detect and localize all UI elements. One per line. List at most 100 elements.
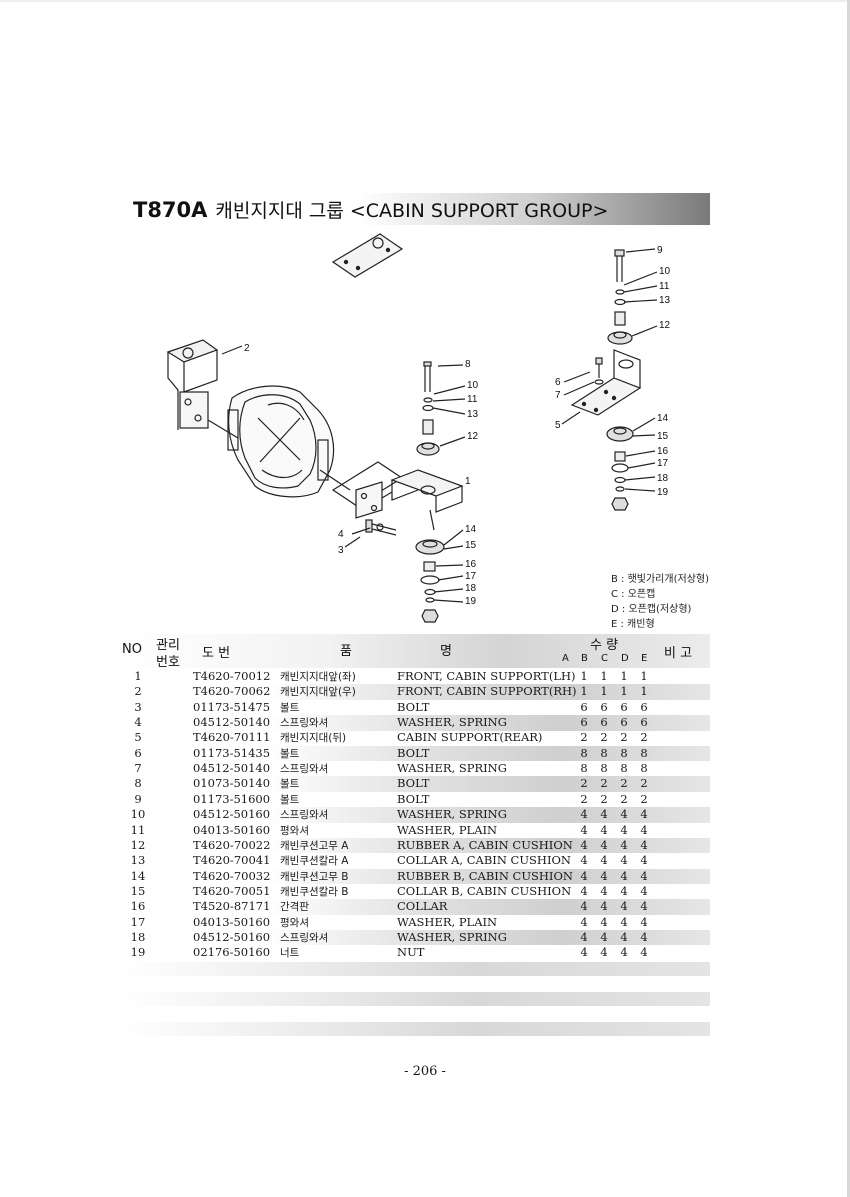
page-number: - 206 - [404, 1064, 446, 1079]
row-name-korean: 스프링와셔 [280, 763, 329, 776]
callout-5: 5 [555, 420, 561, 431]
callout-13: 13 [659, 295, 671, 306]
header-qty-c: C [601, 653, 608, 664]
row-no: 15 [130, 883, 146, 898]
row-qty-b: 2 [580, 791, 588, 806]
row-name-english: WASHER, SPRING [397, 715, 507, 730]
callout-13: 13 [467, 409, 479, 420]
row-qty-e: 6 [640, 715, 648, 730]
row-qty-c: 1 [600, 669, 608, 683]
row-name-english: WASHER, SPRING [397, 761, 507, 776]
row-part-number: T4620-70062 [193, 684, 271, 699]
callout-8: 8 [465, 359, 471, 370]
page-edge [0, 0, 850, 2]
page-edge [847, 0, 850, 1197]
row-no: 12 [130, 837, 146, 852]
row-name-english: WASHER, SPRING [397, 929, 507, 944]
row-qty-e: 4 [640, 853, 648, 868]
row-part-number: 04013-50160 [193, 914, 271, 929]
row-name-korean: 캐빈지지대앞(우) [280, 686, 356, 699]
row-name-korean: 간격판 [280, 901, 309, 914]
row-qty-d: 4 [620, 853, 628, 868]
callout-3: 3 [338, 545, 344, 556]
legend-item: C : 오픈캡 [611, 589, 656, 600]
row-qty-d: 4 [620, 945, 628, 960]
row-qty-d: 2 [620, 791, 628, 806]
row-qty-c: 2 [600, 730, 608, 745]
callout-1: 1 [465, 476, 471, 487]
row-qty-e: 8 [640, 761, 648, 776]
row-qty-e: 4 [640, 837, 648, 852]
diagram-drawing: 2 8 10 11 13 12 1 4 3 14 15 16 17 18 19 … [166, 233, 671, 623]
row-name-korean: 캐빈쿠션고무 B [280, 870, 349, 883]
row-name-english: CABIN SUPPORT(REAR) [397, 730, 543, 745]
row-part-number: T4620-70111 [193, 730, 271, 745]
callout-14: 14 [657, 413, 669, 424]
row-qty-c: 2 [600, 791, 608, 806]
row-qty-e: 4 [640, 822, 648, 837]
row-part-number: T4620-70032 [193, 868, 271, 883]
row-no: 18 [130, 929, 146, 944]
callout-10: 10 [467, 380, 479, 391]
callout-14: 14 [465, 524, 477, 535]
row-qty-e: 1 [640, 684, 648, 699]
row-qty-e: 4 [640, 883, 648, 898]
row-no: 9 [134, 791, 142, 806]
header-quantity: 수 량 [590, 638, 619, 653]
row-qty-c: 4 [600, 868, 608, 883]
row-qty-c: 4 [600, 929, 608, 944]
callout-4: 4 [338, 529, 344, 540]
row-qty-d: 2 [620, 776, 628, 791]
row-qty-b: 4 [580, 868, 588, 883]
row-qty-c: 4 [600, 822, 608, 837]
row-qty-e: 4 [640, 914, 648, 929]
row-qty-d: 8 [620, 745, 628, 760]
callout-12: 12 [659, 320, 671, 331]
row-qty-e: 1 [640, 669, 648, 683]
callout-19: 19 [657, 487, 669, 498]
row-qty-e: 2 [640, 730, 648, 745]
row-qty-b: 4 [580, 837, 588, 852]
callout-15: 15 [465, 540, 477, 551]
callout-6: 6 [555, 377, 561, 388]
row-qty-b: 4 [580, 807, 588, 822]
table-header-band [120, 634, 710, 668]
row-qty-d: 1 [620, 669, 628, 683]
row-part-number: 01173-51600 [193, 791, 271, 806]
row-qty-e: 4 [640, 929, 648, 944]
row-name-english: BOLT [397, 699, 430, 714]
row-qty-b: 1 [580, 684, 588, 699]
row-no: 10 [130, 807, 146, 822]
row-part-number: T4620-70051 [193, 883, 271, 898]
row-part-number: 04512-50160 [193, 807, 271, 822]
row-qty-d: 6 [620, 715, 628, 730]
header-qty-b: B [581, 653, 588, 664]
row-qty-c: 4 [600, 883, 608, 898]
row-qty-c: 4 [600, 899, 608, 914]
row-qty-d: 4 [620, 807, 628, 822]
row-qty-e: 8 [640, 745, 648, 760]
callout-19: 19 [465, 596, 477, 607]
callout-15: 15 [657, 431, 669, 442]
row-name-korean: 캐빈쿠션칼라 B [280, 885, 349, 898]
row-qty-c: 4 [600, 837, 608, 852]
row-qty-d: 4 [620, 822, 628, 837]
header-no: NO [122, 642, 142, 657]
row-qty-d: 4 [620, 883, 628, 898]
row-qty-d: 4 [620, 899, 628, 914]
row-name-korean: 스프링와셔 [280, 809, 329, 822]
row-qty-b: 4 [580, 883, 588, 898]
empty-row-band [120, 1022, 710, 1036]
